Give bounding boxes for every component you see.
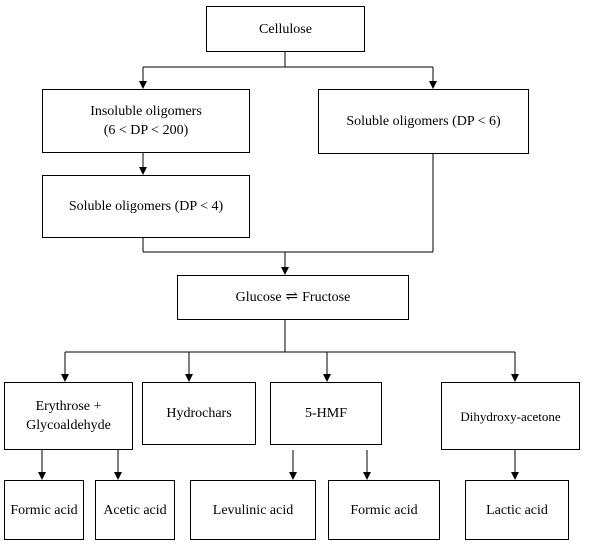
hmf-box: 5-HMF bbox=[270, 382, 382, 445]
glucose-label: Glucose bbox=[235, 290, 282, 305]
cellulose-label: Cellulose bbox=[259, 21, 312, 37]
dha-label: Dihydroxy-acetone bbox=[460, 408, 561, 424]
insoluble-label-line1: Insoluble oligomers bbox=[90, 104, 202, 119]
connector-glucose bbox=[65, 320, 515, 353]
dihydroxy-acetone-box: Dihydroxy-acetone bbox=[441, 382, 580, 450]
formic2-label: Formic acid bbox=[350, 502, 418, 518]
equilibrium-icon: ⇌ bbox=[285, 289, 299, 305]
lactic-label: Lactic acid bbox=[486, 502, 548, 518]
levulinic-label: Levulinic acid bbox=[212, 502, 294, 518]
formic1-label: Formic acid bbox=[10, 502, 78, 518]
lactic-acid-box: Lactic acid bbox=[465, 480, 569, 540]
soluble4-label: Soluble oligomers (DP < 4) bbox=[68, 199, 224, 214]
acetic-label: Acetic acid bbox=[103, 502, 167, 518]
glucose-fructose-box: Glucose ⇌ Fructose bbox=[177, 275, 409, 320]
soluble6-label: Soluble oligomers (DP < 6) bbox=[346, 114, 501, 129]
hydrochars-box: Hydrochars bbox=[142, 382, 256, 445]
connector-merge bbox=[142, 154, 434, 253]
hmf-label: 5-HMF bbox=[304, 406, 347, 421]
insoluble-oligomers-box: Insoluble oligomers (6 < DP < 200) bbox=[42, 89, 250, 153]
acetic-acid-box: Acetic acid bbox=[95, 480, 175, 540]
fructose-label: Fructose bbox=[302, 290, 351, 305]
erythrose-glycoaldehyde-box: Erythrose + Glycoaldehyde bbox=[4, 382, 133, 450]
soluble-oligomers-dp4-box: Soluble oligomers (DP < 4) bbox=[42, 175, 250, 238]
hydrochars-label: Hydrochars bbox=[166, 406, 232, 421]
soluble-oligomers-dp6-box: Soluble oligomers (DP < 6) bbox=[318, 89, 529, 154]
erythrose-label-line1: Erythrose + bbox=[35, 399, 102, 414]
formic-acid-box-2: Formic acid bbox=[328, 480, 440, 540]
cellulose-box: Cellulose bbox=[206, 6, 365, 52]
levulinic-acid-box: Levulinic acid bbox=[190, 480, 316, 540]
erythrose-label-line2: Glycoaldehyde bbox=[26, 418, 111, 433]
connector-cellulose bbox=[143, 52, 433, 68]
formic-acid-box-1: Formic acid bbox=[4, 480, 84, 540]
insoluble-label-line2: (6 < DP < 200) bbox=[103, 123, 189, 138]
